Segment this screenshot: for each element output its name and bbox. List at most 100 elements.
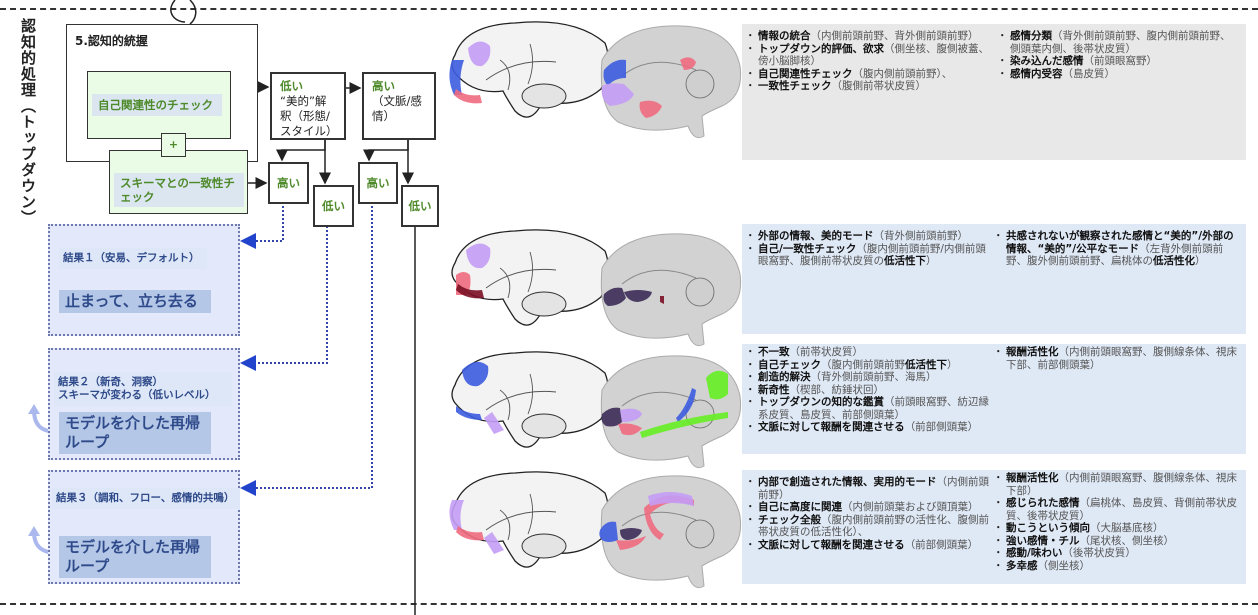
- high-2-box: 高い: [358, 162, 398, 204]
- outcome-3-title: 結果３（調和、フロー、感情的共鳴）: [52, 488, 240, 509]
- info-item: 情報の統合（内側前頭前野、背外側前頭前野）: [745, 30, 996, 43]
- row-1-right-list: 感情分類（背外側前頭前野、腹内側前頭前野、側頭葉内側、後帯状皮質）染み込んだ感情…: [997, 30, 1240, 80]
- info-item-function: トップダウンの知的な鑑賞: [758, 396, 884, 408]
- gyri-lines: [485, 43, 557, 91]
- high-context-box: 高い （文脈/感情）: [362, 72, 436, 140]
- info-item-regions: （楔部、紡錘状回）: [789, 383, 885, 396]
- info-item: 報酬活性化（内側前頭眼窩野、腹側線条体、視床下部、前部側頭葉）: [993, 346, 1242, 371]
- info-item-function: 感動/味わい: [1006, 547, 1063, 559]
- row-4-info: 内部で創造された情報、実用的モード（内側前頭前野）自己に高度に関連（内側前頭葉お…: [742, 470, 1246, 584]
- info-item-function: 内部で創造された情報、実用的モード: [758, 476, 937, 488]
- info-item: 染み込んだ感情（前頭眼窩野）: [997, 55, 1240, 68]
- cerebellum-lateral: [521, 533, 567, 559]
- medial-activation-region: [639, 100, 662, 118]
- row-3-right-list: 報酬活性化（内側前頭眼窩野、腹側線条体、視床下部、前部側頭葉）: [993, 346, 1242, 371]
- info-item-regions: （内側前頭葉および頭頂葉）: [842, 501, 979, 513]
- info-item-function: 強い感情・チル: [1006, 534, 1080, 547]
- medial-activation-region: [676, 388, 696, 422]
- info-item-emphasis: 低活性化: [1153, 255, 1195, 267]
- info-item-regions: （内側前頭前野）: [758, 476, 989, 501]
- info-item-function: チェック全般: [758, 513, 821, 526]
- high-context-text: （文脈/感情）: [372, 94, 422, 123]
- high-context-level: 高い: [372, 79, 395, 93]
- outcome-1-action: 止まって、立ち去る: [59, 290, 211, 313]
- info-item-function: 一致性チェック: [758, 80, 832, 92]
- info-item-regions: （大脳基底核）: [1090, 522, 1164, 534]
- info-item-regions: （内側前頭眼窩野、腹側線条体、視床下部、前部側頭葉）: [1006, 346, 1237, 371]
- self-relevance-check-box: 自己関連性のチェック: [87, 71, 231, 139]
- info-item-regions: （背外側前頭前野、腹内側前頭前野、側頭葉内側、後帯状皮質）: [1010, 30, 1231, 55]
- schema-consistency-check-label: スキーマとの一致性チェック: [114, 173, 244, 207]
- info-item-function: 自己に高度に関連: [758, 501, 842, 513]
- low-2-box: 低い: [401, 185, 439, 227]
- info-item-function: 自己関連性チェック: [758, 67, 853, 80]
- corpus-callosum-line: [621, 269, 697, 285]
- info-item-function: 多幸感: [1006, 559, 1038, 572]
- info-item: 創造的解決（背外側前頭前野、海馬）: [745, 371, 996, 384]
- info-item-regions: （前部側頭葉）: [904, 421, 979, 433]
- info-item-function: 文脈に対して報酬を関連させる: [758, 421, 905, 433]
- info-item: トップダウン的評価、欲求（側坐核、腹側被蓋、傍小脳脚核）: [745, 42, 996, 68]
- info-item-regions: （前帯状皮質）: [789, 346, 864, 358]
- info-item-regions-end: ）: [926, 255, 937, 267]
- info-item-function: 創造的解決: [758, 371, 811, 383]
- low-1-box: 低い: [313, 185, 354, 227]
- info-item-regions: （前頭眼窩野、紡辺縁系皮質、島皮質、前部側頭葉）: [758, 396, 989, 421]
- info-item-regions: （背外側前頭前野）: [873, 230, 969, 242]
- info-item: 内部で創造された情報、実用的モード（内側前頭前野）: [745, 476, 996, 501]
- medial-activation-region: [660, 296, 664, 304]
- info-item-regions: （背外側前頭前野、海馬）: [810, 371, 937, 383]
- info-item-function: 自己チェック: [758, 358, 821, 371]
- medial-activation-region: [603, 59, 626, 86]
- lateral-activation-region: [454, 89, 482, 104]
- medial-activation-region: [603, 287, 626, 306]
- lateral-activation-region: [456, 526, 484, 541]
- row-4-right-list: 報酬活性化（内側前頭眼窩野、腹側線条体、視床下部）感じられた感情（扁桃体、島皮質…: [993, 472, 1242, 573]
- info-item-regions: （側坐核、腹側被蓋、傍小脳脚核）: [758, 42, 989, 68]
- self-relevance-check-label: 自己関連性のチェック: [92, 94, 222, 116]
- info-item: 自己/一致性チェック（腹内側前頭前野/内側前頭眼窩野、腹側前帯状皮質の低活性下）: [745, 243, 996, 268]
- info-item-function: 文脈に対して報酬を関連させる: [758, 538, 905, 551]
- cerebellum-lateral: [521, 83, 567, 109]
- row-3-info: 不一致（前帯状皮質）自己チェック（腹内側前頭前野低活性下）創造的解決（背外側前頭…: [742, 344, 1246, 454]
- info-item: 多幸感（側坐核）: [993, 559, 1242, 573]
- info-item-emphasis: 低活性下: [884, 255, 926, 267]
- lateral-activation-region: [456, 284, 484, 299]
- arrow-to-outcome-3: [240, 202, 373, 496]
- info-item: 感動/味わい（後帯状皮質）: [993, 547, 1242, 560]
- info-item-regions: （後帯状皮質）: [1062, 547, 1136, 559]
- cerebellum-medial: [685, 69, 715, 99]
- medial-activation-region: [624, 290, 652, 302]
- info-item: チェック全般（腹内側前頭前野の活性化、腹側前帯状皮質の低活性化）、: [745, 513, 996, 539]
- info-item-regions: （前部側頭葉）: [904, 538, 979, 551]
- info-item-regions: （腹内側前頭前野）、: [852, 67, 953, 80]
- appraisal-title: 5.認知的統握: [75, 34, 148, 48]
- info-item-regions: （島皮質）: [1062, 67, 1116, 80]
- info-item: 一致性チェック（腹側前帯状皮質）: [745, 80, 996, 93]
- info-item-regions: （内側前頭前野、背外側前頭前野）: [810, 30, 979, 42]
- info-item: 新奇性（楔部、紡錘状回）: [745, 383, 996, 397]
- info-item-regions-end: ）: [1195, 255, 1206, 267]
- info-item-regions: （前頭眼窩野）: [1083, 55, 1158, 67]
- medial-activation-region: [620, 408, 642, 422]
- info-item-function: 報酬活性化: [1006, 472, 1059, 484]
- info-item-regions: （尾状核、側坐核）: [1079, 534, 1175, 547]
- info-item: 感情分類（背外側前頭前野、腹内側前頭前野、側頭葉内側、後帯状皮質）: [997, 30, 1240, 55]
- info-item: 強い感情・チル（尾状核、側坐核）: [993, 534, 1242, 548]
- info-item: 文脈に対して報酬を関連させる（前部側頭葉）: [745, 538, 996, 552]
- info-item-function: 共感されないが観察された感情と“美的”/外部の情報、“美的”/公平なモード: [1006, 230, 1234, 255]
- lateral-activation-region: [462, 361, 489, 387]
- side-label: 認知的処理（トップダウン）: [19, 18, 37, 226]
- cerebellum-medial: [685, 277, 715, 307]
- info-item: 自己関連性チェック（腹内側前頭前野）、: [745, 67, 996, 81]
- outcome-3-action: モデルを介した再帰ループ: [59, 536, 211, 578]
- info-item-regions: （内側前頭眼窩野、腹側線条体、視床下部）: [1006, 472, 1237, 497]
- medial-activation-region: [601, 407, 622, 427]
- row-2-info: 外部の情報、美的モード（背外側前頭前野）自己/一致性チェック（腹内側前頭前野/内…: [742, 224, 1246, 334]
- medial-brain-outline: [600, 233, 742, 347]
- medial-brain-outline: [600, 25, 742, 139]
- low-aesthetic-level: 低い: [280, 79, 303, 93]
- info-item-regions: （腹内側前頭前野: [821, 358, 905, 371]
- info-item-function: 不一致: [758, 346, 790, 358]
- info-item: 外部の情報、美的モード（背外側前頭前野）: [745, 230, 996, 243]
